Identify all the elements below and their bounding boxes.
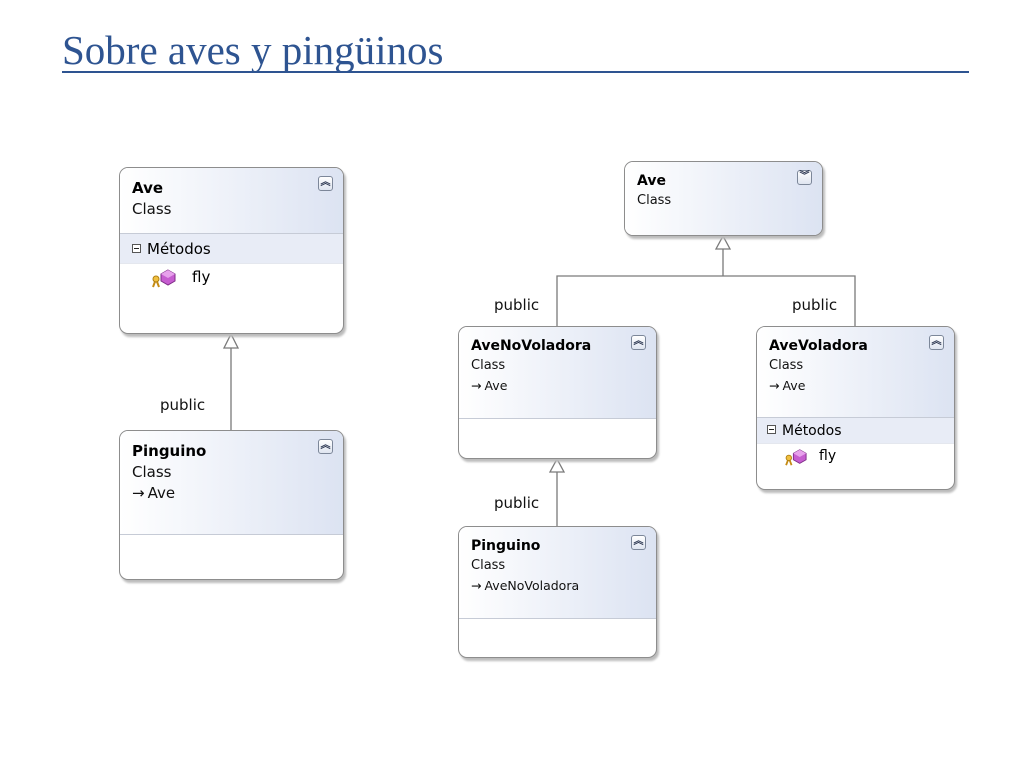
base-class-name: Ave <box>147 484 176 502</box>
method-name: fly <box>819 448 837 464</box>
inherits-arrow-icon: → <box>471 578 482 593</box>
inherits-arrow-icon: → <box>471 378 482 393</box>
connector-right-branches <box>556 275 856 326</box>
method-row[interactable]: fly <box>757 444 954 468</box>
inheritance-label-right-right: public <box>792 296 838 314</box>
methods-label: Métodos <box>782 423 842 439</box>
method-icon <box>785 449 807 466</box>
class-header: Pinguino Class →Ave ︽ <box>120 431 343 535</box>
generalization-arrow-left <box>222 332 240 349</box>
inheritance-label-right-bottom: public <box>494 494 540 512</box>
generalization-arrow-avenovoladora <box>548 457 566 473</box>
class-header: AveVoladora Class →Ave ︽ <box>757 327 954 418</box>
collapse-chevron-icon[interactable]: ︽ <box>318 439 333 454</box>
class-name: AveNoVoladora <box>471 338 592 354</box>
base-class-ref: →AveNoVoladora <box>471 576 646 596</box>
expand-chevron-icon[interactable]: ︾ <box>797 170 812 185</box>
class-kind: Class <box>132 200 172 218</box>
class-header: AveNoVoladora Class →Ave ︽ <box>459 327 656 419</box>
methods-label: Métodos <box>147 240 211 258</box>
collapse-chevron-icon[interactable]: ︽ <box>631 335 646 350</box>
class-box-ave-left[interactable]: Ave Class ︽ Métodos fly <box>119 167 344 334</box>
methods-compartment-header[interactable]: Métodos <box>120 234 343 264</box>
class-name: Pinguino <box>471 538 541 554</box>
class-kind: Class <box>769 358 804 373</box>
inherits-arrow-icon: → <box>132 484 145 502</box>
class-kind: Class <box>132 463 172 481</box>
collapse-chevron-icon[interactable]: ︽ <box>318 176 333 191</box>
class-name: Ave <box>637 173 666 189</box>
collapse-minus-icon[interactable] <box>767 425 776 434</box>
method-icon <box>152 269 176 288</box>
inheritance-label-right-left: public <box>494 296 540 314</box>
class-name: Pinguino <box>132 442 207 460</box>
class-header: Ave Class ︽ <box>120 168 343 234</box>
class-header: Ave Class ︾ <box>625 162 822 235</box>
inheritance-label-left: public <box>160 396 206 414</box>
class-kind: Class <box>471 558 506 573</box>
method-row[interactable]: fly <box>120 264 343 290</box>
base-class-ref: →Ave <box>471 376 646 396</box>
methods-compartment-header[interactable]: Métodos <box>757 418 954 444</box>
class-kind: Class <box>637 193 672 208</box>
page-title: Sobre aves y pingüinos <box>62 27 444 73</box>
method-name: fly <box>192 268 211 286</box>
title-underline <box>62 71 969 73</box>
collapse-minus-icon[interactable] <box>132 244 141 253</box>
base-class-ref: →Ave <box>769 376 944 396</box>
class-box-ave-right[interactable]: Ave Class ︾ <box>624 161 823 236</box>
base-class-name: AveNoVoladora <box>484 578 580 593</box>
inherits-arrow-icon: → <box>769 378 780 393</box>
collapse-chevron-icon[interactable]: ︽ <box>929 335 944 350</box>
class-header: Pinguino Class →AveNoVoladora ︽ <box>459 527 656 619</box>
generalization-arrow-ave-right <box>714 234 732 250</box>
collapse-chevron-icon[interactable]: ︽ <box>631 535 646 550</box>
class-name: AveVoladora <box>769 338 868 354</box>
base-class-ref: →Ave <box>132 483 333 504</box>
class-name: Ave <box>132 179 164 197</box>
class-box-avevoladora[interactable]: AveVoladora Class →Ave ︽ Métodos fly <box>756 326 955 490</box>
class-box-pinguino-right[interactable]: Pinguino Class →AveNoVoladora ︽ <box>458 526 657 658</box>
class-box-avenovoladora[interactable]: AveNoVoladora Class →Ave ︽ <box>458 326 657 459</box>
class-kind: Class <box>471 358 506 373</box>
base-class-name: Ave <box>782 378 806 393</box>
class-box-pinguino-left[interactable]: Pinguino Class →Ave ︽ <box>119 430 344 580</box>
base-class-name: Ave <box>484 378 508 393</box>
